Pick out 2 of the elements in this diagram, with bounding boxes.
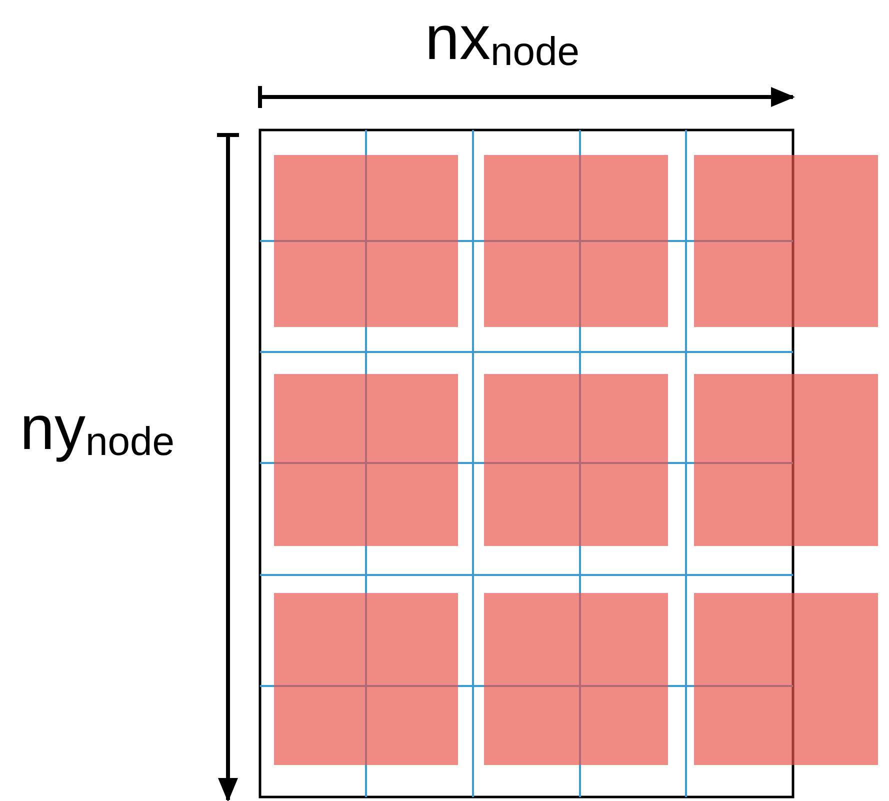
dimension-label: nx$_{node}$: [425, 8, 580, 72]
dimension-label: ny$_{node}$: [20, 398, 174, 462]
